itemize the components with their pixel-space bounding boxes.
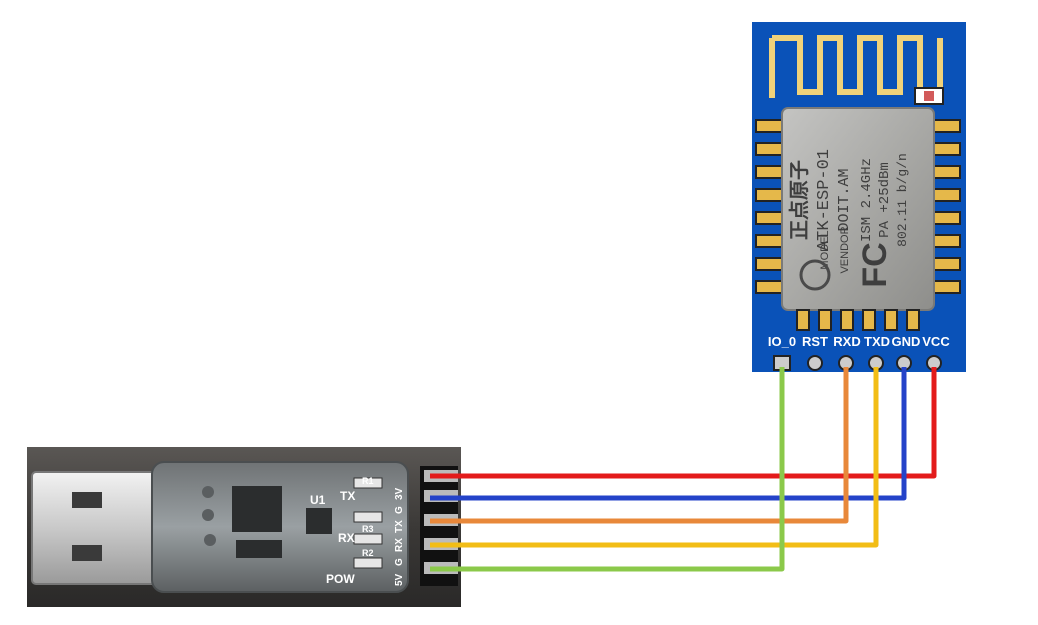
side-pad-right [933, 234, 961, 248]
bottom-pad [818, 309, 832, 331]
label-tx: TX [340, 489, 355, 503]
label-rx: RX [338, 531, 355, 545]
side-pad-left [755, 142, 783, 156]
fcc-mark: FC [856, 242, 894, 287]
pin-label-rxd: RXD [833, 334, 860, 349]
usb-adapter: TX RX POW U1 R1 R2 R3 5V G RX TX G 3V [27, 447, 461, 607]
usb-pin-label-g2: G [394, 506, 405, 514]
side-pad-right [933, 280, 961, 294]
bottom-pad [796, 309, 810, 331]
pin-label-rst: RST [802, 334, 828, 349]
usb-plug-slot-bottom [72, 545, 102, 561]
side-pad-right [933, 257, 961, 271]
side-pad-left [755, 188, 783, 202]
wire-rx-to-txd [430, 367, 879, 548]
esp-header-pin [807, 355, 823, 371]
side-pad-right [933, 188, 961, 202]
pin-label-txd: TXD [864, 334, 890, 349]
shield-brand: 正点原子 [788, 160, 811, 240]
usb-pin-label-tx: TX [394, 520, 405, 533]
shield-doit: DOIT.AM [836, 168, 853, 231]
wire-g-to-io0 [430, 367, 785, 572]
side-pad-right [933, 142, 961, 156]
pin-label-io0: IO_0 [768, 334, 796, 349]
shield-text: 正点原子 ATK-ESP-01 DOIT.AM ISM 2.4GHz PA +2… [788, 149, 910, 288]
wire-g-to-gnd [430, 367, 907, 501]
usb-pin-label-rx: RX [394, 538, 405, 552]
label-u1: U1 [310, 493, 326, 507]
esp-module: 正点原子 ATK-ESP-01 DOIT.AM ISM 2.4GHz PA +2… [752, 22, 966, 372]
usb-plug [31, 471, 161, 585]
side-pad-right [933, 165, 961, 179]
bottom-pad [862, 309, 876, 331]
usb-pin-label-3v: 3V [394, 487, 405, 500]
bottom-pad [840, 309, 854, 331]
side-pad-left [755, 119, 783, 133]
side-pad-left [755, 165, 783, 179]
usb-pin-labels: 5V G RX TX G 3V [394, 487, 405, 586]
vendor-logo-icon [799, 259, 831, 291]
bottom-pad [906, 309, 920, 331]
shield-can [781, 107, 935, 311]
side-pad-right [933, 119, 961, 133]
usb-plug-slot-top [72, 492, 102, 508]
shield-ism: ISM 2.4GHz [859, 158, 875, 242]
side-pad-left [755, 280, 783, 294]
shield-pa: PA +25dBm [877, 162, 893, 238]
antenna-trace [769, 35, 943, 98]
wire-tx-to-rxd [430, 367, 849, 524]
esp-header-pins [773, 355, 942, 371]
side-pad-left [755, 211, 783, 225]
wires [430, 367, 937, 572]
bottom-pad [884, 309, 898, 331]
shield-vendor-label: VENDOR [839, 226, 851, 273]
u1-chip [306, 508, 332, 534]
side-pad-left [755, 234, 783, 248]
shield-wifi: 802.11 b/g/n [895, 153, 910, 247]
pin-label-gnd: GND [892, 334, 921, 349]
pin-label-vcc: VCC [922, 334, 950, 349]
shield-model: ATK-ESP-01 [815, 149, 834, 251]
side-pads [755, 119, 961, 294]
esp-pin-labels: IO_0 RST RXD TXD GND VCC [768, 334, 950, 349]
wire-3v-to-vcc [430, 367, 937, 479]
side-pad-right [933, 211, 961, 225]
bottom-pads [796, 309, 920, 331]
label-pow: POW [326, 572, 355, 586]
label-r1: R1 [362, 476, 374, 486]
shield-model-label: MODEL [819, 230, 831, 269]
usb-pin-label-g1: G [394, 558, 405, 566]
side-pad-left [755, 257, 783, 271]
usb-pin-label-5v: 5V [394, 573, 405, 586]
regulator-chip [232, 486, 282, 532]
label-r2: R2 [362, 548, 374, 558]
label-r3: R3 [362, 524, 374, 534]
